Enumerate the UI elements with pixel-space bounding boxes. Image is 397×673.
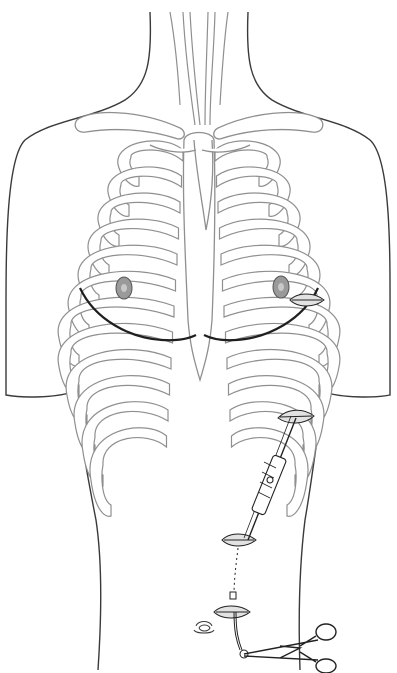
nipple-left <box>116 277 132 299</box>
nipple-right <box>273 276 289 298</box>
incision-port <box>214 606 250 618</box>
rib-left-12 <box>90 428 167 517</box>
umbilicus <box>194 622 214 634</box>
incision-lower-abdominal <box>222 534 256 546</box>
lead-wire <box>230 548 248 658</box>
forceps <box>244 624 336 673</box>
neck-vessels <box>170 12 228 125</box>
